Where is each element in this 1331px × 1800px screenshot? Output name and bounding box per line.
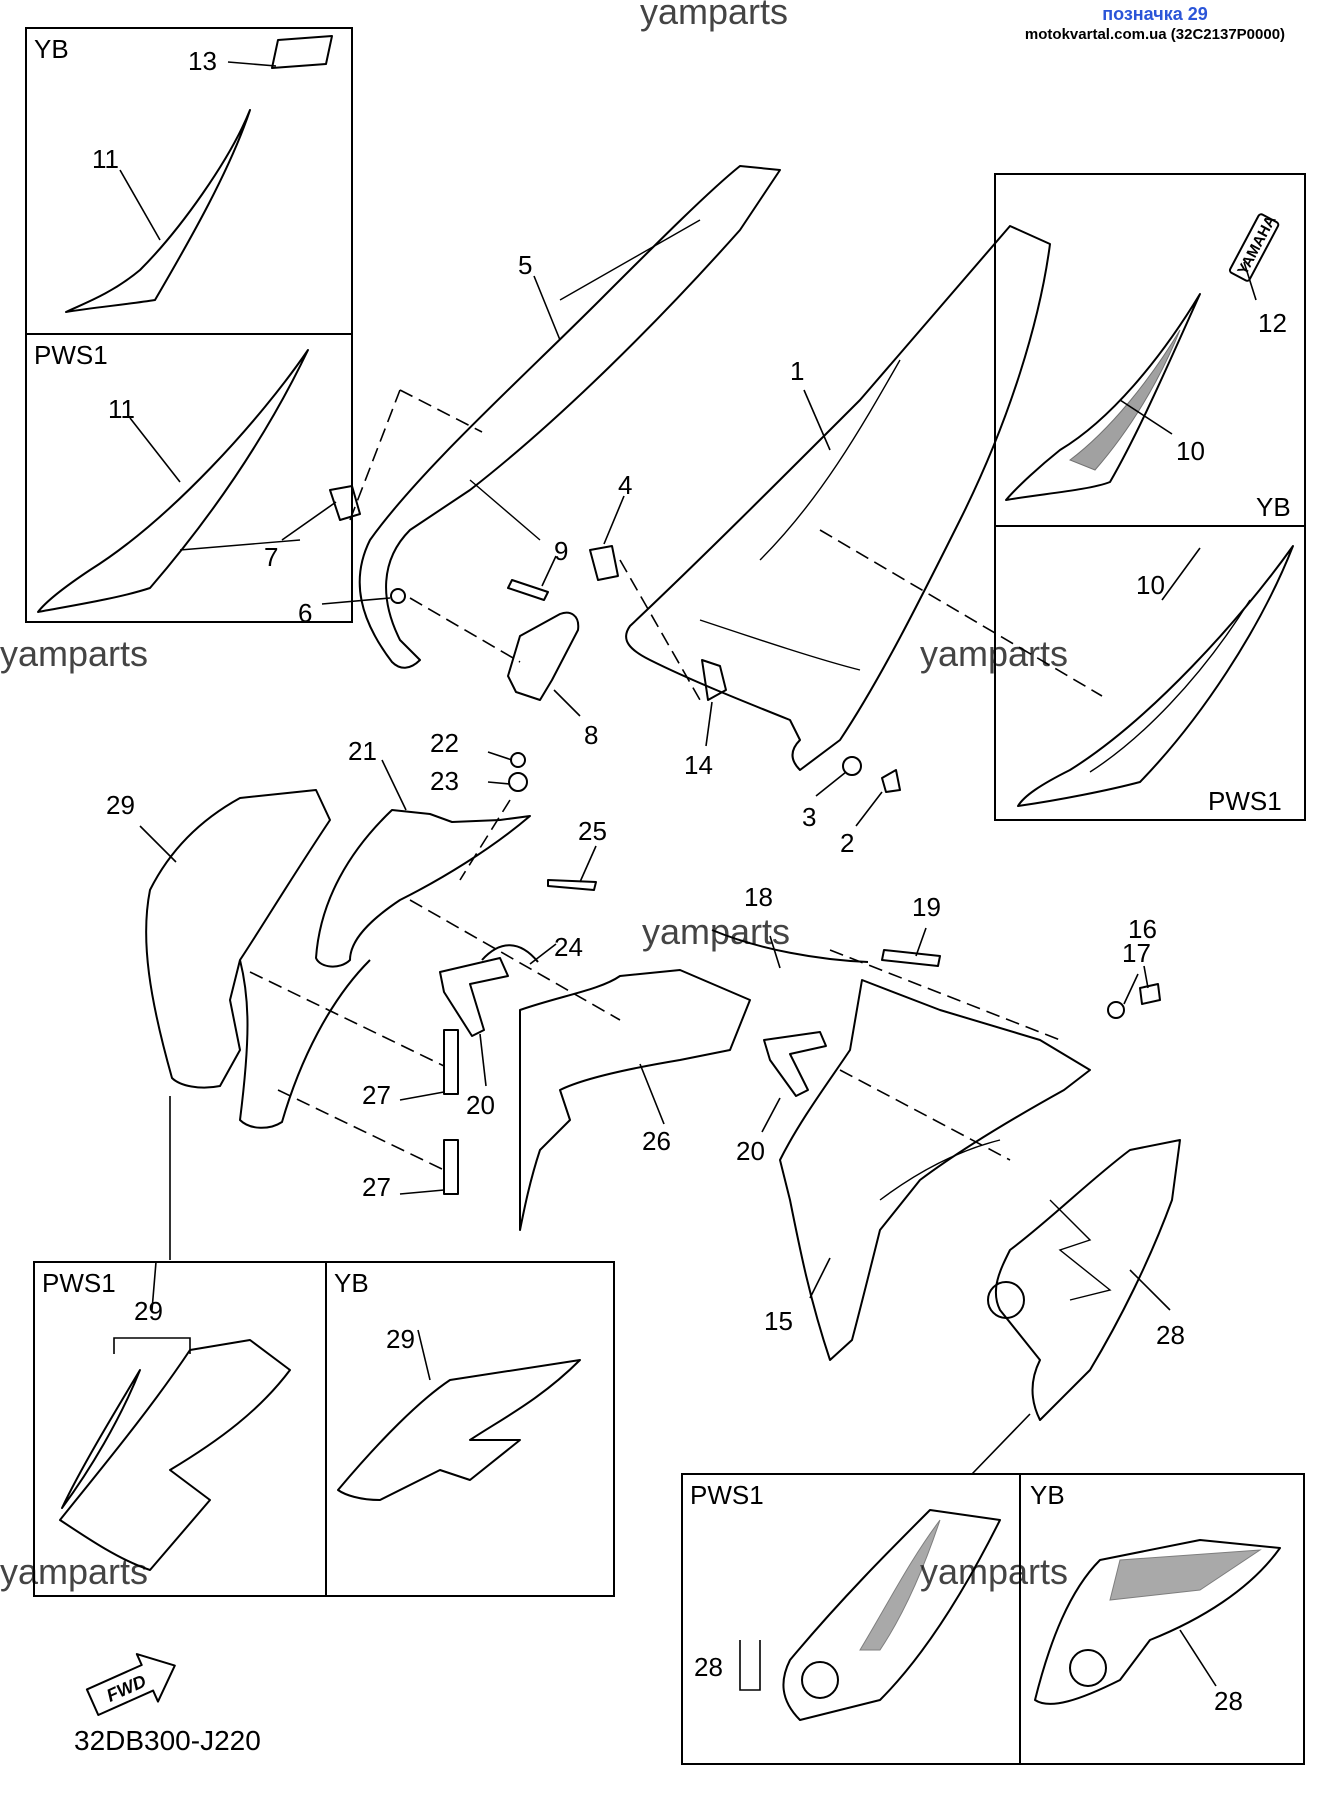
variant-box-bottom-right: PWS1 YB xyxy=(681,1473,1305,1765)
part-24-shape xyxy=(481,944,539,963)
part-3-shape xyxy=(842,756,862,776)
part-5-shape xyxy=(358,165,781,669)
variant-box-top-right: YB PWS1 YAMAHA xyxy=(994,173,1306,821)
header-source: motokvartal.com.ua (32C2137P0000) xyxy=(1024,26,1286,43)
diagram-code: 32DB300-J220 xyxy=(74,1725,261,1756)
variant-label-pws1: PWS1 xyxy=(42,1268,116,1298)
part-14-shape xyxy=(701,659,727,701)
variant-label-pws1: PWS1 xyxy=(690,1480,764,1510)
part-9-shape xyxy=(507,579,549,601)
leader-lines xyxy=(113,61,1257,1691)
brand-decal-text: YAMAHA xyxy=(1234,213,1279,278)
part-20b-shape xyxy=(763,1031,827,1097)
fwd-arrow-icon: FWD xyxy=(85,1653,176,1716)
part-20-shape xyxy=(439,957,509,1037)
part-7-shape xyxy=(329,485,361,521)
part-label-19: 19 xyxy=(912,892,941,922)
part-15-shape xyxy=(779,979,1091,1361)
part-label-16: 16 xyxy=(1128,914,1157,944)
part-label-22: 22 xyxy=(430,728,459,758)
part-19-shape xyxy=(881,949,941,967)
part-6-shape xyxy=(390,588,406,604)
watermark-bottom-right: yamparts xyxy=(920,1551,1068,1592)
part-label-7: 7 xyxy=(264,542,278,572)
part-25-shape xyxy=(547,879,597,891)
part-28-shape xyxy=(994,1139,1181,1421)
variant-box-top-left: YB PWS1 xyxy=(25,27,353,623)
part-label-4: 4 xyxy=(618,470,632,500)
part-label-29: 29 xyxy=(134,1296,163,1326)
part-4-shape xyxy=(589,545,619,581)
part-label-29: 29 xyxy=(106,790,135,820)
variant-label-yb: YB xyxy=(1030,1480,1065,1510)
part-27a-shape xyxy=(443,1029,459,1095)
part-label-20: 20 xyxy=(466,1090,495,1120)
part-16-shape xyxy=(1139,983,1161,1005)
part-label-10: 10 xyxy=(1136,570,1165,600)
part-label-17: 17 xyxy=(1122,938,1151,968)
part-label-10: 10 xyxy=(1176,436,1205,466)
part-label-8: 8 xyxy=(584,720,598,750)
part-label-12: 12 xyxy=(1258,308,1287,338)
part-22-shape xyxy=(510,752,526,768)
part-label-13: 13 xyxy=(188,46,217,76)
variant-box-bottom-left: PWS1 YB xyxy=(33,1261,615,1597)
part-label-5: 5 xyxy=(518,250,532,280)
variant-label-yb: YB xyxy=(34,34,69,64)
part-label-25: 25 xyxy=(578,816,607,846)
part-label-29: 29 xyxy=(386,1324,415,1354)
part-label-26: 26 xyxy=(642,1126,671,1156)
header-link[interactable]: позначка 29 xyxy=(1102,4,1208,24)
part-label-21: 21 xyxy=(348,736,377,766)
variant-label-pws1: PWS1 xyxy=(1208,786,1282,816)
part-label-11: 11 xyxy=(108,394,135,424)
part-label-15: 15 xyxy=(764,1306,793,1336)
part-2-shape xyxy=(881,769,901,793)
part-label-1: 1 xyxy=(790,356,804,386)
part-label-27: 27 xyxy=(362,1080,391,1110)
part-label-9: 9 xyxy=(554,536,568,566)
part-21-shape xyxy=(315,809,531,968)
fwd-label: FWD xyxy=(104,1671,150,1706)
part-8-shape xyxy=(507,611,580,701)
part-label-28: 28 xyxy=(1214,1686,1243,1716)
part-label-14: 14 xyxy=(684,750,713,780)
watermark-left: yamparts xyxy=(0,633,148,674)
part-18-shape xyxy=(711,929,869,963)
variant-label-yb: YB xyxy=(1256,492,1291,522)
part-label-24: 24 xyxy=(554,932,583,962)
part-label-3: 3 xyxy=(802,802,816,832)
part-label-11: 11 xyxy=(92,144,119,174)
part-label-23: 23 xyxy=(430,766,459,796)
part-27b-shape xyxy=(443,1139,459,1195)
part-23-shape xyxy=(508,772,528,792)
part-label-2: 2 xyxy=(840,828,854,858)
watermark-top: yamparts xyxy=(640,0,788,32)
part-label-28: 28 xyxy=(694,1652,723,1682)
part-17-shape xyxy=(1107,1001,1125,1019)
part-29-shape xyxy=(145,789,331,1089)
part-1-shape xyxy=(625,225,1051,771)
part-label-20: 20 xyxy=(736,1136,765,1166)
variant-label-yb: YB xyxy=(334,1268,369,1298)
part-label-6: 6 xyxy=(298,598,312,628)
part-label-18: 18 xyxy=(744,882,773,912)
part-label-28: 28 xyxy=(1156,1320,1185,1350)
watermark-bottom-left: yamparts xyxy=(0,1551,148,1592)
part-26-shape xyxy=(519,969,751,1231)
part-label-27: 27 xyxy=(362,1172,391,1202)
alignment-lines xyxy=(249,389,1103,1171)
variant-label-pws1: PWS1 xyxy=(34,340,108,370)
